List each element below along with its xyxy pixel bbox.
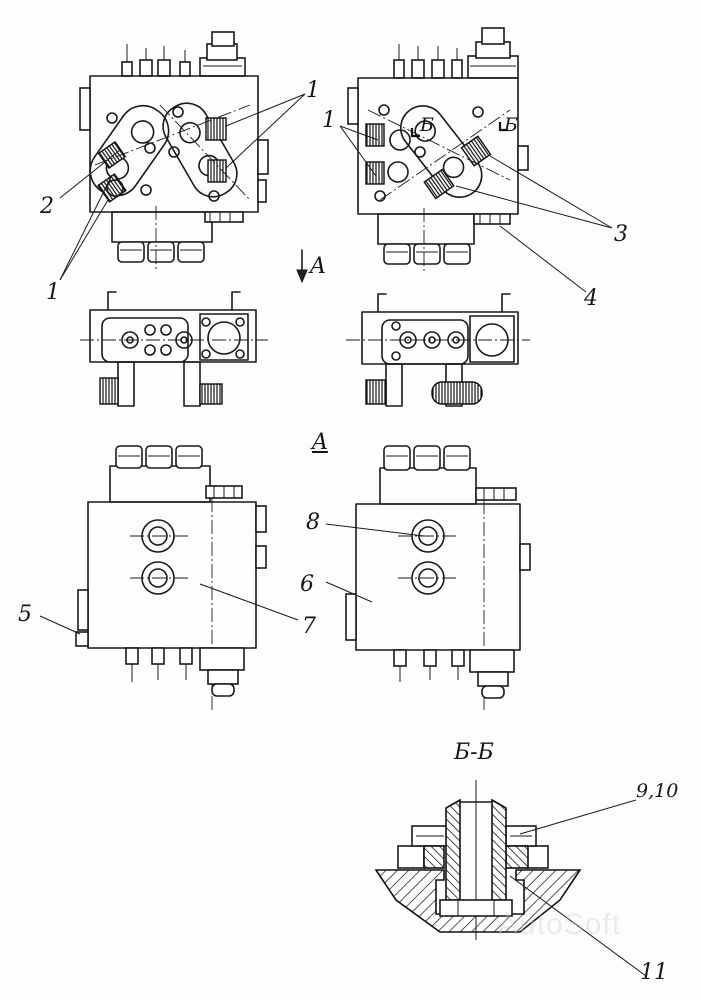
bottom-left-view xyxy=(75,445,267,710)
top-fittings-left xyxy=(121,31,246,77)
bottom-right-view xyxy=(345,445,531,710)
callout-1-top-right-view: 1 xyxy=(322,108,336,133)
callout-11: 11 xyxy=(640,960,668,985)
view-arrow xyxy=(296,249,308,284)
section-mark-right: Б xyxy=(504,114,518,136)
section-mark-left: Б xyxy=(420,114,434,136)
valve-body-bottom-right xyxy=(355,503,521,651)
callout-8: 8 xyxy=(306,510,320,535)
callout-9-10: 9,10 xyxy=(636,780,679,802)
callout-1-top-right-group: 1 xyxy=(306,78,320,103)
middle-right-view xyxy=(346,293,530,407)
view-a-title: A xyxy=(312,430,328,455)
callout-5: 5 xyxy=(18,602,32,627)
callout-2: 2 xyxy=(40,194,54,219)
top-fittings-right xyxy=(393,27,519,79)
callout-6: 6 xyxy=(300,572,314,597)
top-right-view xyxy=(347,27,529,272)
top-left-view xyxy=(79,31,269,270)
section-b-b xyxy=(374,780,647,977)
view-arrow-label: A xyxy=(310,254,326,279)
leaders-top-right xyxy=(339,125,613,293)
callout-1-bottom-left: 1 xyxy=(46,280,60,305)
callout-3: 3 xyxy=(614,222,628,247)
section-title: Б-Б xyxy=(454,740,494,765)
callout-7: 7 xyxy=(302,614,316,639)
valve-body-bottom-left xyxy=(87,501,257,649)
leaders-top-left xyxy=(59,93,306,281)
leaders-bottom xyxy=(39,523,425,635)
callout-4: 4 xyxy=(584,286,598,311)
watermark: AutoSoft xyxy=(498,908,622,941)
middle-left-view xyxy=(80,291,268,407)
